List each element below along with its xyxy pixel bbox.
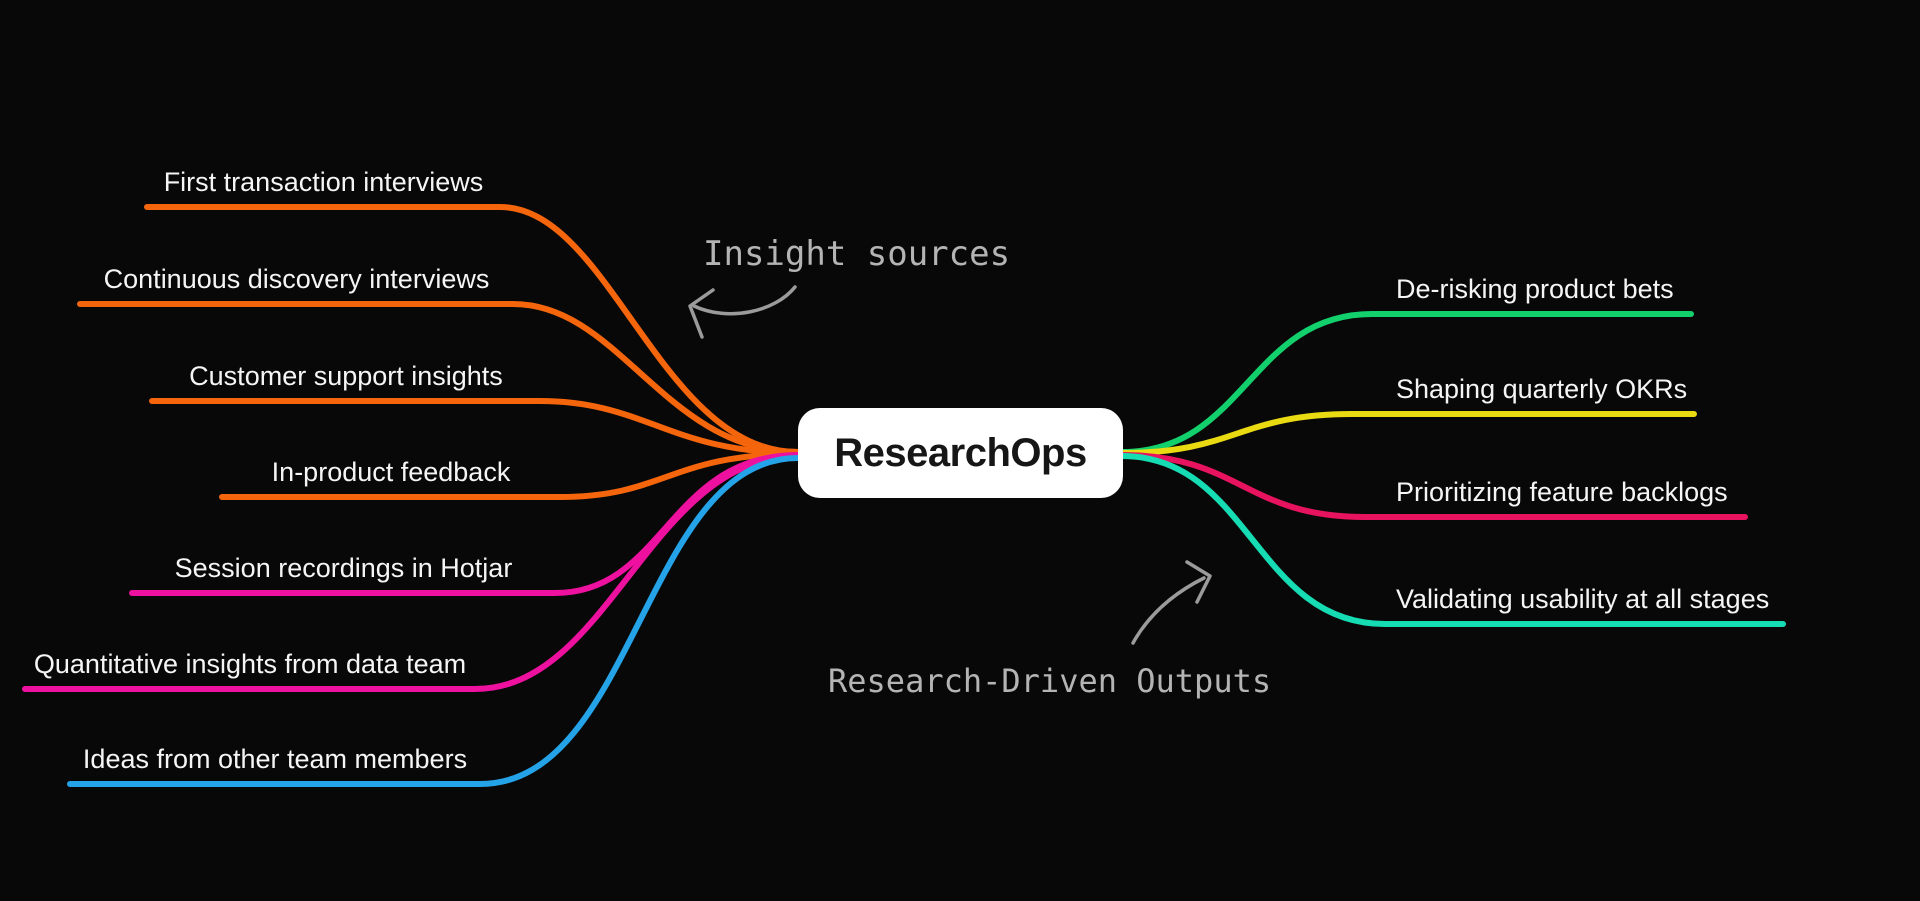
branch-label-continuous-discovery-interviews: Continuous discovery interviews <box>80 262 513 296</box>
branch-line-prioritizing-feature-backlogs <box>1119 452 1748 520</box>
branch-line-ideas-from-team <box>67 455 801 787</box>
insight-sources-arrow <box>688 285 797 339</box>
insight-sources-arrowhead <box>688 288 715 339</box>
branch-label-shaping-quarterly-okrs: Shaping quarterly OKRs <box>1396 372 1687 406</box>
branch-label-in-product-feedback: In-product feedback <box>222 455 560 489</box>
branch-line-shaping-quarterly-okrs <box>1119 411 1697 456</box>
center-node-label: ResearchOps <box>834 430 1087 475</box>
branch-label-first-transaction-interviews: First transaction interviews <box>147 165 500 199</box>
branch-label-text: Ideas from other team members <box>82 744 468 774</box>
branch-line-in-product-feedback <box>219 451 801 500</box>
branch-label-text: Prioritizing feature backlogs <box>1396 477 1728 507</box>
research-outputs-arrow-curve <box>1131 576 1206 645</box>
branch-line-first-transaction-interviews <box>144 204 801 455</box>
annotation-insight-sources: Insight sources <box>703 234 1011 274</box>
branch-label-ideas-from-team: Ideas from other team members <box>70 742 480 776</box>
branch-label-validating-usability: Validating usability at all stages <box>1396 582 1769 616</box>
branch-label-text: Shaping quarterly OKRs <box>1396 374 1688 404</box>
research-outputs-arrow <box>1131 560 1212 645</box>
branch-label-session-recordings-hotjar: Session recordings in Hotjar <box>132 551 555 585</box>
branch-line-continuous-discovery-interviews <box>77 301 801 455</box>
annotation-research-driven-outputs: Research-Driven Outputs <box>828 662 1272 700</box>
branch-line-derisking-product-bets <box>1119 311 1694 455</box>
branch-label-text: De-risking product bets <box>1396 274 1674 304</box>
branch-label-text: Customer support insights <box>189 361 503 391</box>
branch-label-text: Continuous discovery interviews <box>103 264 490 294</box>
insight-sources-arrow-curve <box>692 285 797 316</box>
center-node-researchops: ResearchOps <box>798 408 1123 498</box>
branch-line-quantitative-insights <box>22 453 801 692</box>
branch-line-validating-usability <box>1119 453 1786 627</box>
branch-label-derisking-product-bets: De-risking product bets <box>1396 272 1674 306</box>
branch-label-text: First transaction interviews <box>163 167 484 197</box>
branch-label-text: Validating usability at all stages <box>1396 584 1770 614</box>
branch-label-customer-support-insights: Customer support insights <box>152 359 540 393</box>
branch-label-quantitative-insights: Quantitative insights from data team <box>25 647 475 681</box>
branch-label-text: Session recordings in Hotjar <box>174 553 513 583</box>
branch-line-customer-support-insights <box>149 398 801 456</box>
research-outputs-arrowhead <box>1185 560 1212 604</box>
branch-label-text: Quantitative insights from data team <box>33 649 467 679</box>
branch-label-text: In-product feedback <box>271 457 511 487</box>
branch-label-prioritizing-feature-backlogs: Prioritizing feature backlogs <box>1396 475 1728 509</box>
